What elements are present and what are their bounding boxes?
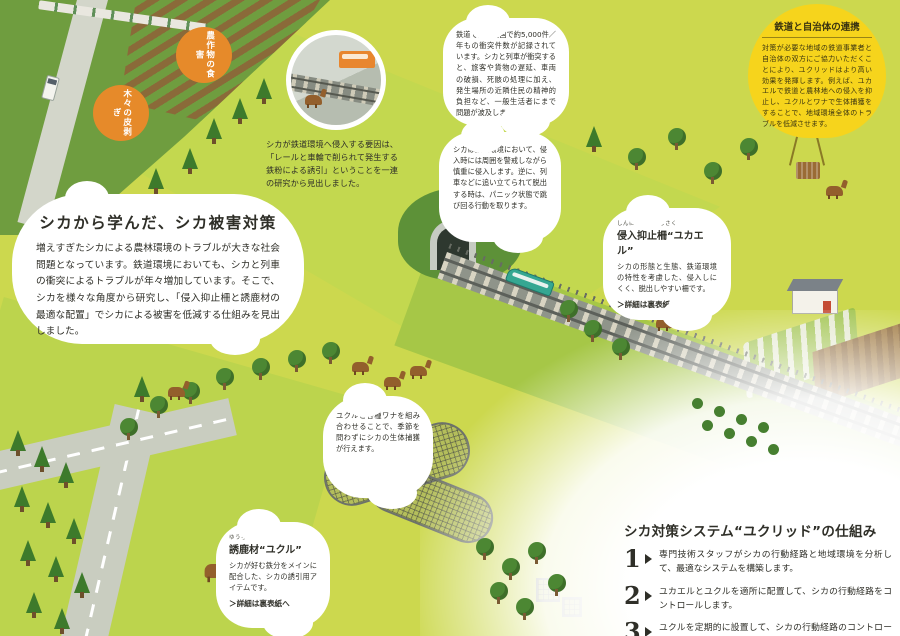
behavior-text: シカは鉄道環境において、侵入時には周囲を警戒しながら慎重に侵入します。逆に、列車… — [453, 145, 547, 210]
tree-icon — [528, 542, 546, 564]
system-step: 3 ユクルを定期的に設置して、シカの行動経路のコントロールを持続します。 — [624, 617, 892, 636]
fence-ruby: しんにゅうよくしさく — [617, 221, 678, 227]
tree-icon — [476, 538, 494, 560]
rail-icon — [291, 71, 381, 112]
deer-icon — [352, 362, 369, 375]
main-title: シカから学んだ、シカ被害対策 — [39, 214, 277, 232]
main-body: 増えすぎたシカによる農林環境のトラブルが大きな社会問題となっています。鉄道環境に… — [36, 243, 280, 338]
lure-product-bubble: ゆうろくざい 誘鹿材“ユクル” シカが好む鉄分をメインに配合した、シカの誘引用ア… — [216, 509, 330, 636]
research-caption: シカが鉄道環境へ侵入する要因は、「レールと車輪で削られて発生する鉄粉による誘引」… — [266, 138, 398, 191]
orchard-tree-icon — [724, 428, 735, 439]
stats-text: 鉄道では、全国で約5,000件／年もの衝突件数が記録されています。シカと列車が衝… — [456, 30, 556, 118]
conifer-tree-icon — [54, 608, 70, 634]
tree-icon — [612, 338, 630, 360]
damage-badge-crops: 農作物の食害 — [176, 27, 232, 83]
conifer-tree-icon — [26, 592, 42, 618]
deer-icon — [168, 387, 185, 400]
system-section: シカ対策システム“ユクリッド”の仕組み 1 専門技術スタッフがシカの行動経路と地… — [624, 520, 892, 636]
conifer-tree-icon — [48, 556, 64, 582]
fence-detail-link[interactable]: ＞詳細は裏表紙へ — [617, 300, 678, 310]
fence-product-title: 侵入抑止柵“ユカエル” — [617, 231, 704, 257]
research-text: シカが鉄道環境へ侵入する要因は、「レールと車輪で削られて発生する鉄粉による誘引」… — [266, 139, 398, 189]
conifer-tree-icon — [58, 462, 74, 488]
balloon-basket — [796, 162, 820, 179]
conifer-tree-icon — [74, 572, 90, 598]
main-message-bubble: シカから学んだ、シカ被害対策 増えすぎたシカによる農林環境のトラブルが大きな社会… — [12, 181, 304, 355]
tree-icon — [584, 320, 602, 342]
conifer-tree-icon — [66, 518, 82, 544]
tree-icon — [740, 138, 758, 160]
badge-label: 木々の皮剥ぎ — [111, 89, 132, 137]
tree-icon — [548, 574, 566, 596]
step-text: ユカエルとユクルを適所に配置して、シカの行動経路をコントロールします。 — [659, 586, 892, 611]
tree-icon — [704, 162, 722, 184]
tree-icon — [288, 350, 306, 372]
conifer-tree-icon — [20, 540, 36, 566]
tree-icon — [150, 396, 168, 418]
train-icon — [339, 51, 375, 68]
tree-icon — [516, 598, 534, 620]
conifer-tree-icon — [134, 376, 150, 402]
tree-icon — [120, 418, 138, 440]
orchard-tree-icon — [702, 420, 713, 431]
conifer-tree-icon — [10, 430, 26, 456]
tree-icon — [502, 558, 520, 580]
system-title: シカ対策システム“ユクリッド”の仕組み — [624, 524, 877, 540]
conifer-tree-icon — [34, 446, 50, 472]
trap-combo-bubble: ユクルと各種ワナを組み合わせることで、季節を問わずにシカの生体捕獲が行えます。 — [323, 383, 433, 509]
step-text: 専門技術スタッフがシカの行動経路と地域環境を分析して、最適なシステムを構築します… — [659, 550, 892, 575]
deer-icon — [384, 377, 401, 390]
step-arrow-icon — [645, 554, 652, 564]
conifer-tree-icon — [14, 486, 30, 512]
system-step: 2 ユカエルとユクルを適所に配置して、シカの行動経路をコントロールします。 — [624, 580, 892, 614]
conifer-tree-icon — [40, 502, 56, 528]
conifer-tree-icon — [148, 168, 164, 194]
collision-stats-bubble: 鉄道では、全国で約5,000件／年もの衝突件数が記録されています。シカと列車が衝… — [443, 5, 569, 137]
deer-behavior-bubble: シカは鉄道環境において、侵入時には周囲を警戒しながら慎重に侵入します。逆に、列車… — [439, 119, 561, 253]
damage-badge-bark: 木々の皮剥ぎ — [93, 85, 149, 141]
step-arrow-icon — [645, 590, 652, 601]
trap-text: ユクルと各種ワナを組み合わせることで、季節を問わずにシカの生体捕獲が行えます。 — [336, 411, 420, 454]
step-number: 2 — [624, 580, 641, 610]
orchard-tree-icon — [736, 414, 747, 425]
orchard-tree-icon — [692, 398, 703, 409]
step-text: ユクルを定期的に設置して、シカの行動経路のコントロールを持続します。 — [659, 623, 892, 633]
rail-closeup-inset — [286, 30, 386, 130]
orchard-tree-icon — [746, 436, 757, 447]
partnership-title: 鉄道と自治体の連携 — [762, 19, 872, 38]
conifer-tree-icon — [256, 78, 272, 104]
tree-icon — [322, 342, 340, 364]
step-number: 1 — [624, 544, 641, 573]
lure-detail-link[interactable]: ＞詳細は裏表紙へ — [229, 599, 290, 609]
deer-icon — [410, 366, 427, 379]
lure-product-title: 誘鹿材“ユクル” — [229, 545, 302, 556]
conifer-tree-icon — [586, 126, 602, 152]
lure-ruby: ゆうろくざい — [229, 535, 266, 541]
tree-icon — [668, 128, 686, 150]
tree-icon — [490, 582, 508, 604]
system-step: 1 専門技術スタッフがシカの行動経路と地域環境を分析して、最適なシステムを構築し… — [624, 544, 892, 577]
tree-icon — [560, 300, 578, 322]
step-arrow-icon — [645, 627, 652, 636]
partnership-body: 対策が必要な地域の鉄道事業者と自治体の双方にご協力いただくことにより、ユクリッド… — [762, 44, 872, 128]
orchard-tree-icon — [768, 444, 779, 455]
conifer-tree-icon — [232, 98, 248, 124]
tree-icon — [216, 368, 234, 390]
fence-product-body: シカの形態と生態、鉄道環境の特性を考慮した、侵入しにくく、脱出しやすい柵です。 — [617, 262, 717, 294]
partnership-balloon-bubble: 鉄道と自治体の連携 対策が必要な地域の鉄道事業者と自治体の双方にご協力いただくこ… — [748, 4, 886, 138]
lure-product-body: シカが好む鉄分をメインに配合した、シカの誘引用アイテムです。 — [229, 561, 317, 593]
conifer-tree-icon — [206, 118, 222, 144]
white-fade-overlay — [420, 310, 900, 636]
deer-icon — [826, 186, 843, 199]
orchard-tree-icon — [758, 422, 769, 433]
orchard-tree-icon — [714, 406, 725, 417]
step-number: 3 — [624, 617, 641, 636]
fence-product-bubble: しんにゅうよくしさく 侵入抑止柵“ユカエル” シカの形態と生態、鉄道環境の特性を… — [603, 195, 731, 331]
tree-icon — [628, 148, 646, 170]
deer-icon — [305, 95, 322, 108]
badge-label: 農作物の食害 — [194, 31, 215, 79]
tree-icon — [252, 358, 270, 380]
conifer-tree-icon — [182, 148, 198, 174]
